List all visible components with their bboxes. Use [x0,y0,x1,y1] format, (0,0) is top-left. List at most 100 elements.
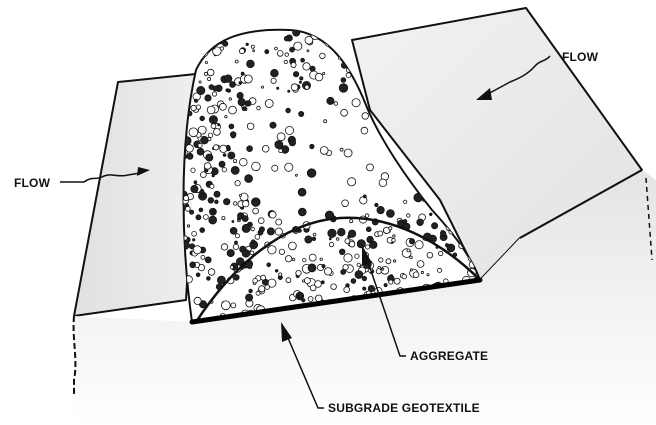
aggregate-stone [363,28,367,32]
aggregate-stone [230,82,236,88]
aggregate-stone [187,225,189,227]
aggregate-stone [180,318,184,322]
aggregate-stone [440,231,445,236]
aggregate-stone [201,136,209,144]
aggregate-stone [194,181,197,184]
aggregate-stone [332,46,337,51]
aggregate-stone [241,72,244,75]
aggregate-stone [352,99,360,107]
aggregate-stone [225,34,229,38]
aggregate-stone [197,86,205,94]
aggregate-stone [324,268,331,275]
aggregate-stone [257,106,261,110]
aggregate-stone [219,161,225,167]
aggregate-stone [275,47,278,50]
aggregate-stone [225,116,227,118]
aggregate-stone [231,303,236,308]
aggregate-stone [246,43,248,45]
aggregate-stone [301,58,305,62]
aggregate-stone [242,216,248,222]
aggregate-stone [201,194,204,197]
aggregate-stone [223,154,226,157]
aggregate-stone [348,230,355,237]
aggregate-stone [184,196,189,201]
aggregate-stone [214,35,219,40]
aggregate-stone [178,309,185,316]
aggregate-stone [271,69,279,77]
aggregate-stone [227,250,234,257]
aggregate-stone [310,66,315,71]
aggregate-stone [307,169,316,178]
aggregate-stone [291,84,298,91]
aggregate-stone [229,124,234,129]
aggregate-stone [191,168,195,172]
aggregate-stone [322,265,325,268]
aggregate-stone [344,254,352,262]
aggregate-stone [206,154,213,161]
aggregate-stone [340,34,344,38]
aggregate-stone [377,206,384,213]
aggregate-stone [305,85,309,89]
aggregate-stone [350,220,353,223]
aggregate-stone [205,169,208,172]
aggregate-stone [205,61,207,63]
aggregate-stone [315,295,322,302]
aggregate-stone [313,233,316,236]
aggregate-stone [253,278,258,283]
aggregate-stone [418,184,426,192]
aggregate-stone [279,149,283,153]
aggregate-stone [235,234,239,238]
aggregate-stone [376,269,381,274]
aggregate-stone [358,29,366,37]
aggregate-stone [200,228,205,233]
aggregate-stone [265,50,269,54]
aggregate-stone [259,227,264,232]
aggregate-stone [267,228,274,235]
aggregate-stone [288,90,290,92]
aggregate-stone [291,62,296,67]
aggregate-stone [293,72,298,77]
aggregate-stone [389,227,392,230]
aggregate-stone [363,287,366,290]
flow-label-left: FLOW [14,176,51,190]
aggregate-stone [181,40,189,48]
aggregate-stone [224,199,230,205]
aggregate-stone [430,213,433,216]
aggregate-stone [355,254,359,258]
aggregate-stone [404,200,407,203]
aggregate-stone [205,257,211,263]
aggregate-stone [277,133,285,141]
aggregate-stone [191,185,198,192]
aggregate-stone [207,69,214,76]
aggregate-stone [262,146,269,153]
aggregate-stone [208,77,211,80]
aggregate-stone [437,202,440,205]
aggregate-stone [204,215,209,220]
aggregate-stone [334,102,338,106]
aggregate-stone [421,271,423,273]
aggregate-stone [363,195,366,198]
aggregate-stone [178,308,184,314]
aggregate-stone [357,240,365,248]
aggregate-stone [204,163,211,170]
aggregate-stone [231,166,239,174]
aggregate-stone [285,126,293,134]
aggregate-stone [208,198,214,204]
aggregate-stone [209,116,217,124]
aggregate-stone [315,73,323,81]
aggregate-stone [386,259,391,264]
aggregate-stone [323,72,325,74]
aggregate-stone [327,27,334,34]
aggregate-stone [279,273,282,276]
aggregate-stone [362,113,369,120]
aggregate-stone [259,286,265,292]
aggregate-stone [226,145,230,149]
aggregate-stone [351,279,356,284]
aggregate-stone [193,239,195,241]
aggregate-stone [185,207,190,212]
aggregate-stone [196,49,200,53]
aggregate-stone [243,201,249,207]
aggregate-stone [239,82,241,84]
aggregate-stone [183,43,189,49]
